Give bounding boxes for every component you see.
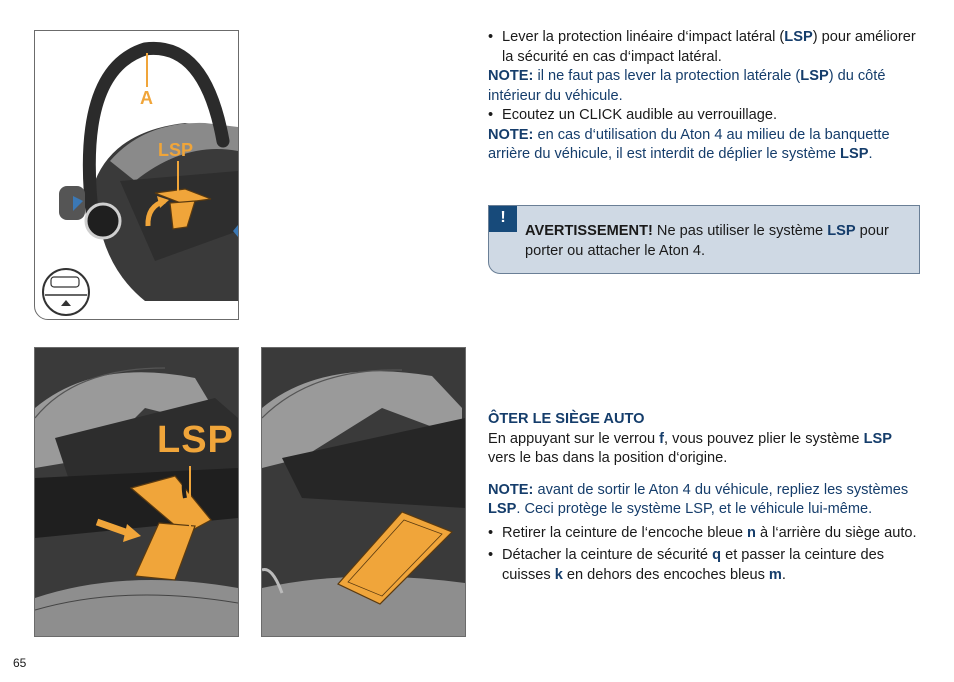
note-fold-lsp: NOTE: avant de sortir le Aton 4 du véhic… xyxy=(488,481,909,518)
figure-lsp-lift: A LSP xyxy=(34,30,239,320)
remove-seat-section: ÔTER LE SIÈGE AUTO En appuyant sur le ve… xyxy=(488,410,920,585)
warning-box: ! AVERTISSEMENT! Ne pas utiliser le syst… xyxy=(488,205,920,274)
note-inner-side: NOTE: il ne faut pas lever la protection… xyxy=(488,68,886,104)
label-lsp: LSP xyxy=(158,140,194,160)
figure-lsp-fold: LSP xyxy=(34,347,239,637)
bullet-click: Ecoutez un CLICK audible au verrouillage… xyxy=(488,106,920,126)
label-lsp: LSP xyxy=(157,419,234,461)
bullet-raise-lsp: Lever la protection linéaire d‘impact la… xyxy=(488,28,920,67)
note-middle-seat: NOTE: en cas d‘utilisation du Aton 4 au … xyxy=(488,126,890,163)
warning-text: AVERTISSEMENT! Ne pas utiliser le systèm… xyxy=(525,223,889,259)
remove-paragraph: En appuyant sur le verrou f, vous pouvez… xyxy=(488,430,892,467)
page-number: 65 xyxy=(13,656,27,670)
instructions-top: Lever la protection linéaire d‘impact la… xyxy=(488,28,920,165)
bullet-belt-q: Détacher la ceinture de sécurité q et pa… xyxy=(488,546,920,585)
warning-icon: ! xyxy=(489,206,517,232)
bullet-belt-n: Retirer la ceinture de l‘encoche bleue n… xyxy=(488,524,920,544)
label-a: A xyxy=(140,88,153,108)
section-heading: ÔTER LE SIÈGE AUTO xyxy=(488,411,645,427)
figure-lsp-stowed xyxy=(261,347,466,637)
